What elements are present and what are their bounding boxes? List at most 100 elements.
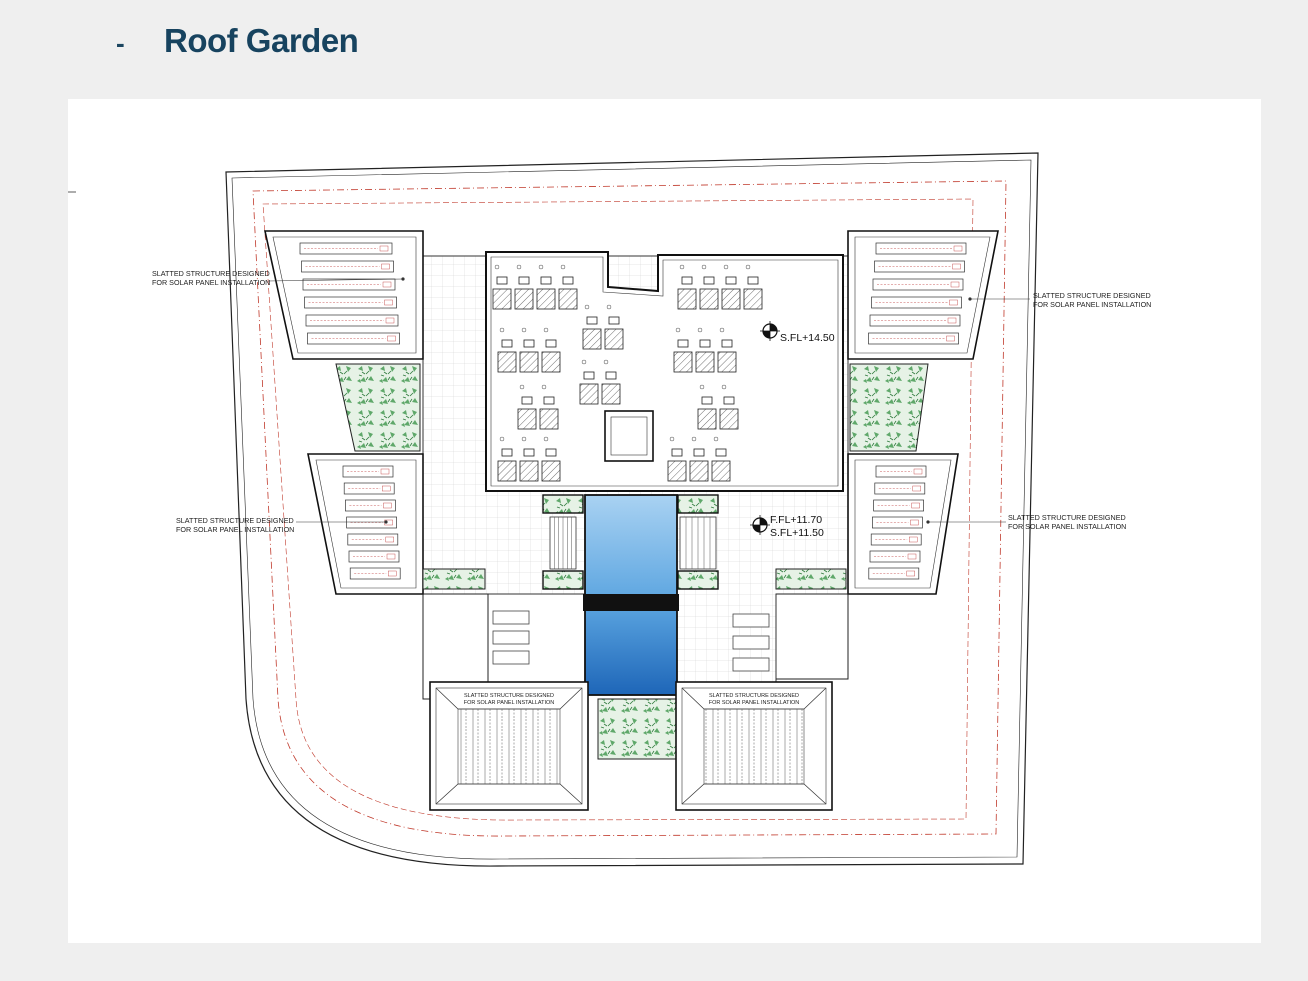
plant-pot xyxy=(691,436,697,442)
seat xyxy=(721,288,741,310)
plant-pot xyxy=(675,327,681,333)
table xyxy=(521,396,533,405)
table xyxy=(501,448,513,457)
seat xyxy=(582,328,602,350)
panel-tag xyxy=(949,299,958,306)
table xyxy=(699,339,711,348)
note-top-right-2: FOR SOLAR PANEL INSTALLATION xyxy=(1033,300,1151,309)
plant-pot xyxy=(521,436,527,442)
plant-pot xyxy=(713,436,719,442)
seat xyxy=(519,351,539,373)
seat xyxy=(541,460,561,482)
panel-tag xyxy=(947,317,957,324)
panel-tag xyxy=(382,281,392,288)
seat xyxy=(497,460,517,482)
table xyxy=(545,448,557,457)
seat xyxy=(492,288,512,310)
panel-tag xyxy=(911,502,920,509)
panel-tag xyxy=(913,468,923,475)
table xyxy=(496,276,508,285)
plant-pot xyxy=(581,359,587,365)
table xyxy=(671,448,683,457)
sun-loungers xyxy=(492,610,770,672)
plant-pot xyxy=(521,327,527,333)
planter-right-strip xyxy=(775,568,847,590)
plant-pot xyxy=(543,436,549,442)
plant-pot xyxy=(494,264,500,270)
seat xyxy=(517,408,537,430)
seat xyxy=(579,383,599,405)
panel-row xyxy=(874,260,965,273)
table xyxy=(715,448,727,457)
plant-pot xyxy=(499,327,505,333)
panel-tag xyxy=(388,570,397,577)
panel-tag xyxy=(384,299,393,306)
panel-tag xyxy=(907,553,917,560)
leader-lines xyxy=(267,277,1030,524)
seat xyxy=(539,408,559,430)
table xyxy=(677,339,689,348)
planter-small-2 xyxy=(677,494,719,514)
note-top-left-2: FOR SOLAR PANEL INSTALLATION xyxy=(152,278,270,287)
plant-pot xyxy=(560,264,566,270)
table xyxy=(583,371,595,380)
table xyxy=(562,276,574,285)
seat xyxy=(536,288,556,310)
plant-pot xyxy=(699,384,705,390)
site-boundary xyxy=(225,152,1039,867)
panel-row xyxy=(869,314,961,327)
note-mid-right-1: SLATTED STRUCTURE DESIGNED xyxy=(1008,513,1126,522)
plant-pot xyxy=(606,304,612,310)
table xyxy=(501,339,513,348)
table xyxy=(703,276,715,285)
note-bottom-right-1: SLATTED STRUCTURE DESIGNED xyxy=(709,693,799,699)
panel-row xyxy=(871,296,962,309)
planter-small-3 xyxy=(542,570,584,590)
table xyxy=(681,276,693,285)
plant-pot xyxy=(701,264,707,270)
planter-right-upper xyxy=(849,363,929,452)
table xyxy=(701,396,713,405)
note-top-left-1: SLATTED STRUCTURE DESIGNED xyxy=(152,269,270,278)
plant-pot xyxy=(584,304,590,310)
planter-left-upper xyxy=(335,363,421,452)
seat xyxy=(601,383,621,405)
table xyxy=(747,276,759,285)
seating-layout xyxy=(492,264,763,482)
level-marker-lower xyxy=(750,515,770,535)
central-block xyxy=(485,251,844,492)
panel-row xyxy=(872,278,964,291)
central-void xyxy=(604,410,654,462)
table xyxy=(721,339,733,348)
plant-pot xyxy=(516,264,522,270)
panel-tag xyxy=(906,570,915,577)
planter-bottom-center xyxy=(597,698,679,760)
note-bottom-right-2: FOR SOLAR PANEL INSTALLATION xyxy=(709,700,800,706)
plant-pot xyxy=(538,264,544,270)
seat xyxy=(743,288,763,310)
panel-tag xyxy=(380,468,390,475)
panel-row xyxy=(875,242,967,255)
panel-tag xyxy=(379,245,389,252)
page-title: Roof Garden xyxy=(164,22,359,59)
panel-tag xyxy=(909,536,918,543)
seat xyxy=(514,288,534,310)
slide-header: - Roof Garden xyxy=(0,0,1308,95)
level-label-upper: S.FL+14.50 xyxy=(780,332,835,344)
panel-tag xyxy=(381,263,390,270)
plant-pot xyxy=(719,327,725,333)
plant-pot xyxy=(543,327,549,333)
seat xyxy=(497,351,517,373)
panel-tag xyxy=(912,485,921,492)
plant-pot xyxy=(721,384,727,390)
panel-tag xyxy=(385,536,394,543)
seat xyxy=(667,460,687,482)
seat xyxy=(689,460,709,482)
note-mid-left-1: SLATTED STRUCTURE DESIGNED xyxy=(176,516,294,525)
title-dash: - xyxy=(116,28,125,58)
note-bottom-left-1: SLATTED STRUCTURE DESIGNED xyxy=(464,693,554,699)
seat xyxy=(711,460,731,482)
table xyxy=(586,316,598,325)
seat xyxy=(558,288,578,310)
roof-garden-plan: S.FL+14.50 F.FL+11.70 S.FL+11.50 SLATTED… xyxy=(68,99,1261,943)
